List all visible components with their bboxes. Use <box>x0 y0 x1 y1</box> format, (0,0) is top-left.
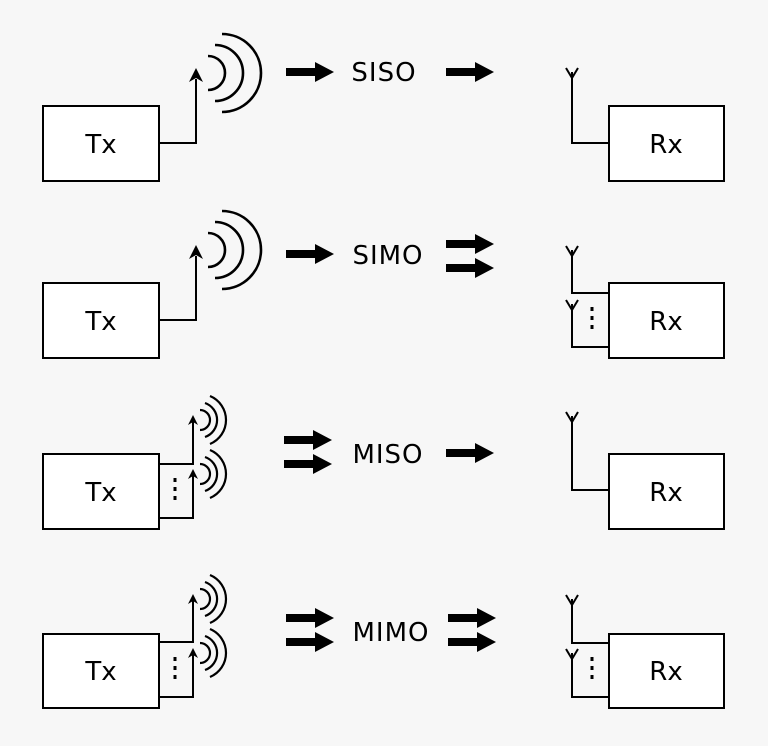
tx-label: Tx <box>84 307 116 337</box>
tx-block: Tx <box>42 105 160 182</box>
rx-block: Rx <box>608 633 725 709</box>
ellipsis-icon <box>173 657 177 679</box>
arrow-icon <box>446 443 494 463</box>
arrow-icon <box>284 454 332 474</box>
row-miso: Tx MISO Rx <box>42 394 725 530</box>
tx-antenna-icon <box>157 32 263 145</box>
tx-label: Tx <box>84 478 116 508</box>
rx-label: Rx <box>649 657 682 687</box>
rx-antenna-icon <box>565 67 579 93</box>
arrow-icon <box>286 608 334 628</box>
arrow-icon <box>286 62 334 82</box>
row-simo: Tx SIMO Rx <box>42 209 725 359</box>
mode-label: MIMO <box>353 618 430 648</box>
arrow-icon <box>284 430 332 450</box>
mode-label: SISO <box>351 58 416 88</box>
arrow-icon <box>286 632 334 652</box>
ellipsis-icon <box>590 657 594 679</box>
arrow-icon <box>286 244 334 264</box>
rx-block: Rx <box>608 282 725 359</box>
tx-block: Tx <box>42 633 160 709</box>
mode-label: MISO <box>352 440 423 470</box>
arrow-icon <box>446 258 494 278</box>
mode-label: SIMO <box>352 241 423 271</box>
arrow-icon <box>446 62 494 82</box>
tx-antenna-icon <box>157 209 263 322</box>
rx-antenna-icon <box>565 245 579 271</box>
ellipsis-icon <box>173 478 177 500</box>
arrow-icon <box>448 632 496 652</box>
tx-block: Tx <box>42 453 160 530</box>
rx-block: Rx <box>608 453 725 530</box>
rx-label: Rx <box>649 307 682 337</box>
ellipsis-icon <box>590 307 594 329</box>
tx-block: Tx <box>42 282 160 359</box>
tx-label: Tx <box>84 130 116 160</box>
arrow-icon <box>446 234 494 254</box>
row-mimo: Tx MIMO Rx <box>42 573 725 709</box>
rx-antenna-icon <box>565 648 579 674</box>
arrow-icon <box>448 608 496 628</box>
rx-label: Rx <box>649 478 682 508</box>
rx-antenna-icon <box>565 411 579 437</box>
rx-antenna-icon <box>565 299 579 325</box>
tx-label: Tx <box>84 657 116 687</box>
rx-label: Rx <box>649 130 682 160</box>
row-siso: Tx SISO Rx <box>42 32 725 182</box>
rx-block: Rx <box>608 105 725 182</box>
rx-antenna-icon <box>565 594 579 620</box>
